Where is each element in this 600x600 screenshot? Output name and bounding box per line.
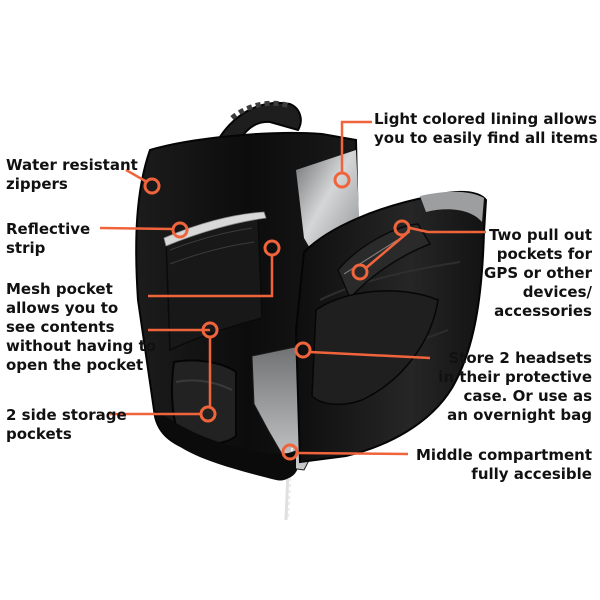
callout-line-text: Water resistant [6,156,138,174]
callout-line-text: Middle compartment [416,446,592,464]
callout-dot-reflective [171,221,189,239]
callout-line-text: open the pocket [6,356,144,374]
callout-line-text: pockets for [496,245,592,263]
callout-water-resistant-zippers: Water resistant zippers [6,156,138,194]
flap-lining-edge [420,191,484,222]
callout-line-text: strip [6,239,46,257]
callout-line-text: Store 2 headsets [448,349,592,367]
callout-side-storage-pockets: 2 side storage pockets [6,406,127,444]
callout-line-text: Two pull out [488,226,592,244]
callout-dot-water [143,177,161,195]
callout-reflective-strip: Reflective strip [6,220,90,258]
callout-line-text: an overnight bag [447,406,592,424]
callout-line-text: case. Or use as [463,387,592,405]
callout-middle-compartment: Middle compartment fully accesible [416,446,592,484]
callout-line-text: without having to [6,337,157,355]
callout-line-text: zippers [6,175,68,193]
callout-pull-out-pockets: Two pull out pockets for GPS or other de… [484,226,592,321]
reflective-strip [163,211,267,247]
headset-case [311,290,439,406]
callout-dot-middle [281,443,299,461]
callout-line-text: see contents [6,318,115,336]
callout-markers [143,171,411,461]
callout-line-text: fully accesible [471,465,592,483]
callout-dot-headsets [294,341,312,359]
callout-line-text: Reflective [6,220,91,238]
callout-line-text: Light colored lining allows [374,110,597,128]
callout-line-text: you to easily find all items [374,129,598,147]
callout-line-text: GPS or other [484,264,592,282]
callout-line-text: accessories [494,302,592,320]
callout-store-headsets: Store 2 headsets in their protective cas… [438,349,592,425]
callout-light-lining: Light colored lining allows you to easil… [374,110,598,148]
callout-dot-pullout-1 [393,219,411,237]
callout-line-text: in their protective [438,368,592,386]
callout-lines [99,120,486,456]
callout-mesh-pocket: Mesh pocket allows you to see contents w… [6,280,156,375]
callout-line-text: pockets [6,425,72,443]
callout-dot-pullout-2 [351,263,369,281]
callout-line-text: devices/ [522,283,592,301]
callout-line-text: allows you to [6,299,119,317]
callout-line-text: Mesh pocket [6,280,113,298]
callout-line-text: 2 side storage [6,406,127,424]
